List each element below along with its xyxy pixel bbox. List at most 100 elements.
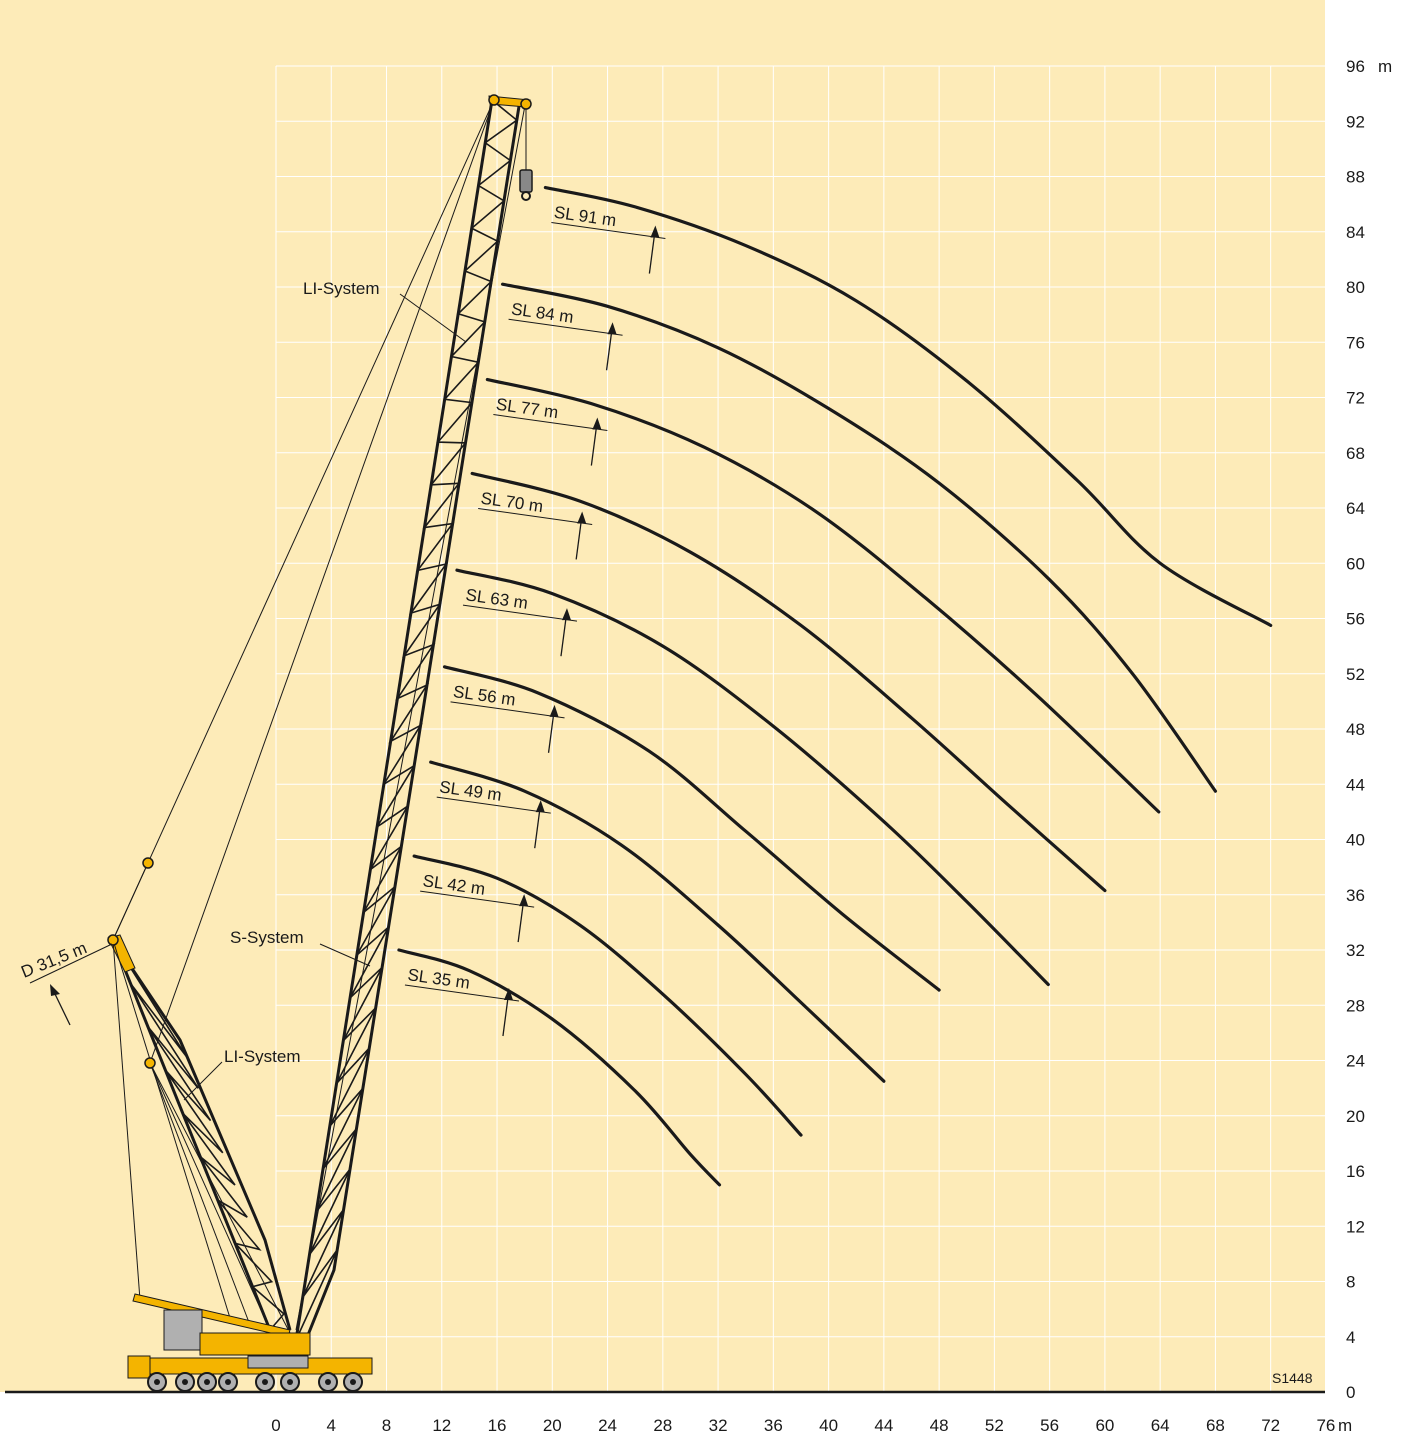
main-boom-left-chord — [294, 99, 494, 1341]
sl-arrowhead — [561, 608, 571, 621]
d-label-underline — [29, 943, 113, 984]
wheel-hub — [204, 1379, 210, 1385]
hook-block — [519, 169, 533, 193]
main-boom-lattice — [295, 99, 519, 1341]
boom-head-pulley-left — [488, 94, 500, 106]
boom-head-pulley-right — [520, 98, 532, 110]
y-tick-label: 40 — [1346, 831, 1365, 850]
y-tick-label: 56 — [1346, 610, 1365, 629]
y-tick-label: 76 — [1346, 333, 1365, 352]
sl-label-underline — [462, 604, 578, 622]
wheel-hub — [182, 1379, 188, 1385]
sl-arrow — [534, 810, 541, 849]
sl-arrowhead — [592, 417, 602, 430]
sl-label-underline — [508, 318, 623, 336]
y-axis-ticks: 0481216202428323640444852566064687276808… — [1346, 57, 1392, 1402]
wheel-hub — [154, 1379, 160, 1385]
curve-sl-42-m — [412, 854, 803, 1137]
y-tick-label: 20 — [1346, 1107, 1365, 1126]
curve-sl-70-m — [470, 471, 1107, 893]
wheel-hub — [225, 1379, 231, 1385]
x-tick-label: 44 — [874, 1416, 893, 1435]
sl-arrow — [517, 903, 524, 943]
y-tick-label: 48 — [1346, 720, 1365, 739]
sl-arrowhead — [519, 894, 529, 907]
x-tick-label: 56 — [1040, 1416, 1059, 1435]
x-tick-label: 60 — [1095, 1416, 1114, 1435]
x-tick-label: 28 — [653, 1416, 672, 1435]
derrick-boom-right-chord — [111, 939, 292, 1331]
sl-arrow — [560, 618, 567, 657]
x-tick-label: 12 — [432, 1416, 451, 1435]
derrick-boom-lattice — [112, 939, 286, 1331]
curve-sl-56-m — [442, 665, 941, 992]
curve-sl-49-m — [429, 760, 886, 1083]
x-tick-label: 0 — [271, 1416, 280, 1435]
main-boom-right-chord — [304, 99, 522, 1341]
carrier-wheels — [147, 1372, 363, 1392]
y-tick-label: 84 — [1346, 223, 1365, 242]
wheel-hub — [287, 1379, 293, 1385]
main-boom-zigzag — [295, 99, 519, 1341]
sl-label-underline — [551, 222, 666, 240]
d-label-arrow — [54, 993, 71, 1026]
sl-arrow — [575, 521, 582, 560]
x-tick-label: 72 — [1261, 1416, 1280, 1435]
d-label-arrowhead — [50, 984, 60, 996]
sl-arrowhead — [650, 225, 660, 238]
li-system-top-leader — [399, 293, 467, 343]
x-tick-label: 24 — [598, 1416, 617, 1435]
x-tick-label: 48 — [930, 1416, 949, 1435]
y-tick-label: 4 — [1346, 1328, 1355, 1347]
wheel-hub — [262, 1379, 268, 1385]
s-system-leader — [319, 943, 371, 967]
sl-label-underline — [450, 701, 565, 719]
sl-arrowhead — [607, 322, 617, 335]
x-tick-label: 8 — [382, 1416, 391, 1435]
reference-code: S1448 — [1272, 1370, 1313, 1386]
y-tick-label: 0 — [1346, 1383, 1355, 1402]
y-tick-label: 32 — [1346, 941, 1365, 960]
x-tick-label: 64 — [1151, 1416, 1170, 1435]
sl-arrow — [502, 997, 509, 1037]
counterweight — [163, 1309, 203, 1351]
y-tick-label: 88 — [1346, 168, 1365, 187]
sl-label-underline — [493, 414, 608, 432]
curve-sl-91-m — [543, 185, 1273, 628]
x-tick-label: 4 — [327, 1416, 336, 1435]
carrier-cab — [127, 1355, 151, 1379]
sl-arrow — [648, 235, 656, 274]
curve-sl-63-m — [455, 568, 1050, 987]
sl-arrowhead — [549, 704, 559, 717]
y-unit-label: m — [1378, 57, 1392, 76]
wheel-hub — [325, 1379, 331, 1385]
hook — [521, 191, 531, 201]
li-system-bottom-label: LI-System — [224, 1047, 301, 1066]
y-tick-label: 64 — [1346, 499, 1365, 518]
sl-label-underline — [404, 984, 520, 1002]
x-tick-label: 16 — [488, 1416, 507, 1435]
sl-label-underline — [420, 890, 535, 908]
derrick-zigzag — [112, 939, 286, 1331]
y-tick-label: 24 — [1346, 1052, 1365, 1071]
sl-arrow — [547, 714, 555, 753]
x-tick-label: 68 — [1206, 1416, 1225, 1435]
pulley-derrick — [107, 934, 119, 946]
x-tick-label: 20 — [543, 1416, 562, 1435]
y-tick-label: 80 — [1346, 278, 1365, 297]
y-tick-label: 72 — [1346, 389, 1365, 408]
x-tick-label: 32 — [709, 1416, 728, 1435]
y-tick-label: 60 — [1346, 554, 1365, 573]
y-tick-label: 92 — [1346, 112, 1365, 131]
sl-arrowhead — [503, 988, 513, 1000]
sl-label-underline — [478, 507, 593, 525]
sl-arrowhead — [577, 511, 587, 524]
y-tick-label: 12 — [1346, 1217, 1365, 1236]
grid — [275, 65, 1326, 1392]
x-tick-label: 40 — [819, 1416, 838, 1435]
sl-arrowhead — [535, 800, 545, 813]
curve-sl-84-m — [500, 282, 1218, 793]
working-range-curves — [397, 185, 1273, 1187]
curve-sl-35-m — [397, 948, 722, 1187]
